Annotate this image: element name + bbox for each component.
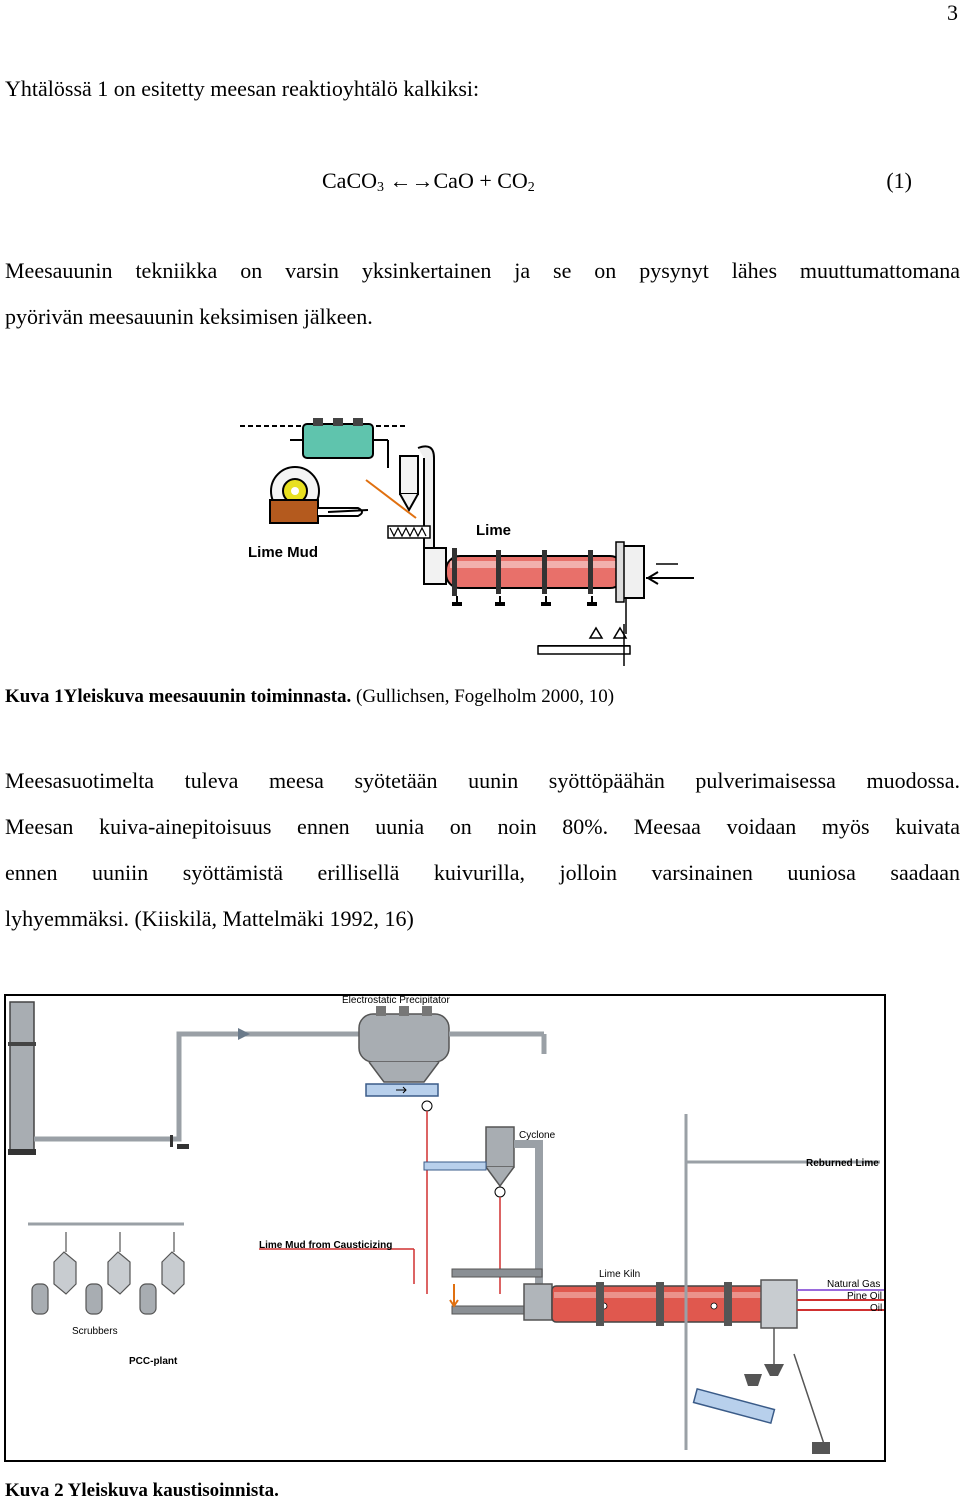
paragraph-2-line-2: Meesan kuiva-ainepitoisuus ennen uunia o…: [5, 814, 960, 839]
figure-1-caption: Kuva 1Yleiskuva meesauunin toiminnasta. …: [5, 686, 614, 708]
paragraph-1: Meesauunin tekniikka on varsin yksinkert…: [5, 248, 960, 340]
paragraph-1-line-2: pyörivän meesauunin keksimisen jälkeen.: [5, 304, 373, 329]
paragraph-1-line-1: Meesauunin tekniikka on varsin yksinkert…: [5, 258, 960, 283]
screw-conveyor-icon: [387, 525, 431, 539]
fan-icon: [238, 1028, 250, 1040]
precipitator-icon: [290, 418, 389, 468]
paragraph-2-line-1: Meesasuotimelta tuleva meesa syötetään u…: [5, 768, 960, 793]
paragraph-2-line-3: ennen uuniin syöttämistä erillisellä kui…: [5, 860, 960, 885]
equation-lhs-subscript: 3: [377, 180, 384, 195]
firing-hood-icon: [615, 541, 645, 603]
electrostatic-precipitator-icon: [358, 1006, 450, 1112]
cyclone-icon: [399, 445, 435, 559]
figure-2-causticizing-diagram: Electrostatic Precipitator Cyclone Rebur…: [4, 994, 886, 1462]
label-lime-kiln: Lime Kiln: [599, 1269, 640, 1280]
label-cyclone: Cyclone: [519, 1130, 556, 1141]
figure-2-caption-text: Kuva 2 Yleiskuva kaustisoinnista.: [5, 1480, 279, 1501]
figure-1-caption-bold: Kuva 1Yleiskuva meesauunin toiminnasta.: [5, 686, 352, 707]
figure-2-frame: [4, 994, 886, 1462]
conveyor-small: [423, 1161, 487, 1171]
scrubbers-icon: [28, 1222, 185, 1315]
feed-line: [365, 479, 417, 519]
paragraph-2: Meesasuotimelta tuleva meesa syötetään u…: [5, 758, 960, 942]
label-pine-oil: Pine Oil: [847, 1291, 882, 1302]
label-reburned-lime: Reburned Lime: [806, 1158, 879, 1169]
equation-rhs-subscript: 2: [527, 180, 535, 195]
label-electrostatic-precipitator: Electrostatic Precipitator: [342, 995, 450, 1006]
label-natural-gas: Natural Gas: [827, 1279, 880, 1290]
lime-cooler-icon: [692, 1328, 830, 1454]
kiln-feed-end: [523, 1283, 553, 1321]
equation-lhs: CaCO: [322, 168, 377, 193]
cyclone-icon: [485, 1126, 543, 1284]
rotary-kiln-icon: [445, 548, 625, 606]
air-inlet-arrow-icon: [646, 563, 694, 585]
drum-filter-icon: [269, 466, 369, 524]
label-pcc-plant: PCC-plant: [129, 1356, 178, 1367]
label-scrubbers: Scrubbers: [72, 1326, 118, 1337]
flue-gas-duct: [34, 1031, 359, 1142]
figure-1-caption-source: (Gullichsen, Fogelholm 2000, 10): [351, 686, 615, 707]
equation-arrow: ←→: [389, 168, 434, 193]
chemical-equation: CaCO3 ←→CaO + CO2: [322, 168, 535, 196]
paragraph-2-line-4: lyhyemmäksi. (Kiiskilä, Mattelmäki 1992,…: [5, 906, 414, 931]
equation-rhs: CaO + CO: [433, 168, 528, 193]
label-lime-mud-from-causticizing: Lime Mud from Causticizing: [259, 1240, 392, 1251]
figure-1-lime-kiln-diagram: Lime Mud Lime: [240, 418, 694, 666]
page-number: 3: [947, 0, 958, 25]
lime-kiln-icon: [551, 1279, 798, 1329]
lime-conveyor-icon: [537, 598, 631, 666]
feed-end-housing: [423, 547, 447, 585]
intro-text: Yhtälössä 1 on esitetty meesan reaktioyh…: [5, 76, 480, 101]
stack-icon: [8, 1001, 36, 1155]
figure-2-caption: Kuva 2 Yleiskuva kaustisoinnista.: [5, 1480, 279, 1502]
screw-feeder-icon: [451, 1268, 543, 1278]
label-lime: Lime: [476, 522, 511, 539]
label-oil: Oil: [870, 1303, 882, 1314]
equation-number: (1): [886, 168, 912, 193]
label-lime-mud: Lime Mud: [248, 544, 318, 561]
